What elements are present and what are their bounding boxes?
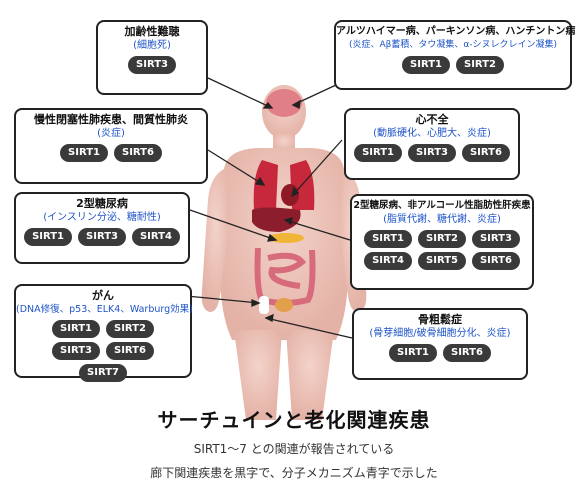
disease-title: 2型糖尿病	[76, 197, 128, 210]
mechanism-text: (炎症、Aβ蓄積、タウ凝集、α-シヌレクレイン凝集)	[348, 40, 558, 50]
body-silhouette	[201, 85, 367, 420]
sirt-chip: SIRT6	[471, 252, 520, 270]
sirt-chip: SIRT3	[78, 228, 126, 246]
mechanism-text: (インスリン分泌、糖耐性)	[43, 212, 161, 223]
disease-title: 加齢性難聴	[124, 25, 180, 38]
sirt-chip: SIRT1	[364, 230, 413, 248]
box-osteoporosis: 骨粗鬆症 (骨芽細胞/破骨細胞分化、炎症) SIRT1 SIRT6	[352, 308, 528, 380]
sirt-chip: SIRT3	[128, 56, 176, 74]
sirt-chip: SIRT3	[471, 230, 520, 248]
sirt-chip: SIRT4	[131, 228, 180, 246]
sirt-chip: SIRT4	[364, 252, 413, 270]
sirt-chip: SIRT6	[443, 344, 491, 362]
mechanism-text: (炎症)	[97, 128, 125, 139]
disease-title: 心不全	[415, 113, 449, 126]
sirt-chip: SIRT3	[408, 144, 456, 162]
lungs	[253, 160, 315, 210]
sirt-chip: SIRT6	[106, 342, 154, 360]
mechanism-text: (脂質代謝、糖代謝、炎症)	[383, 214, 501, 225]
sirt-chip: SIRT6	[114, 144, 162, 162]
box-cancer: がん (DNA修復、p53、ELK4、Warburg効果) SIRT1 SIRT…	[14, 284, 193, 382]
disease-title: 骨粗鬆症	[418, 313, 462, 326]
heart	[281, 184, 299, 206]
sirt-chip: SIRT1	[402, 56, 450, 74]
mechanism-text: (細胞死)	[133, 40, 171, 51]
sirt-chip: SIRT1	[60, 144, 108, 162]
sirt-chip: SIRT7	[79, 364, 127, 382]
caption-line-1: SIRT1～7 との関連が報告されている	[193, 442, 395, 456]
caption-line-2: 廊下関連疾患を黒字で、分子メカニズム青字で示した	[150, 466, 438, 480]
sirt-chip: SIRT2	[456, 56, 504, 74]
mechanism-text: (骨芽細胞/破骨細胞分化、炎症)	[369, 328, 511, 339]
liver	[252, 207, 301, 232]
disease-title: 慢性閉塞性肺疾患、間質性肺炎	[34, 113, 188, 126]
sirt-chip: SIRT1	[354, 144, 403, 162]
disease-title: がん	[92, 289, 114, 302]
box-type2-diabetes: 2型糖尿病 (インスリン分泌、糖耐性) SIRT1 SIRT3 SIRT4	[14, 192, 190, 264]
sirt-chip: SIRT1	[389, 344, 437, 362]
box-heart-failure: 心不全 (動脈硬化、心肥大、炎症) SIRT1 SIRT3 SIRT6	[344, 108, 520, 180]
sirt-chip: SIRT1	[52, 320, 100, 338]
brain	[266, 89, 302, 117]
box-age-related-hearing-loss: 加齢性難聴 (細胞死) SIRT3	[96, 20, 208, 95]
mechanism-text: (動脈硬化、心肥大、炎症)	[373, 128, 491, 139]
sirt-chip: SIRT2	[106, 320, 154, 338]
sirt-chip: SIRT6	[461, 144, 510, 162]
mechanism-text: (DNA修復、p53、ELK4、Warburg効果)	[16, 304, 193, 315]
box-neurodegenerative: アルツハイマー病、パーキンソン病、ハンチントン病 (炎症、Aβ蓄積、タウ凝集、α…	[334, 20, 576, 90]
box-copd: 慢性閉塞性肺疾患、間質性肺炎 (炎症) SIRT1 SIRT6	[14, 108, 208, 184]
disease-title: アルツハイマー病、パーキンソン病、ハンチントン病	[336, 26, 576, 37]
bladder	[275, 298, 293, 312]
sirt-chip: SIRT5	[418, 252, 466, 270]
sirt-chip: SIRT1	[24, 228, 73, 246]
figure-heading: サーチュインと老化関連疾患	[157, 408, 431, 432]
box-nafld: 2型糖尿病、非アルコール性脂肪性肝疾患 (脂質代謝、糖代謝、炎症) SIRT1 …	[350, 194, 534, 290]
disease-title: 2型糖尿病、非アルコール性脂肪性肝疾患	[353, 200, 531, 211]
femur-bone	[259, 296, 269, 314]
sirt-chip: SIRT3	[52, 342, 100, 360]
sirt-chip: SIRT2	[418, 230, 466, 248]
